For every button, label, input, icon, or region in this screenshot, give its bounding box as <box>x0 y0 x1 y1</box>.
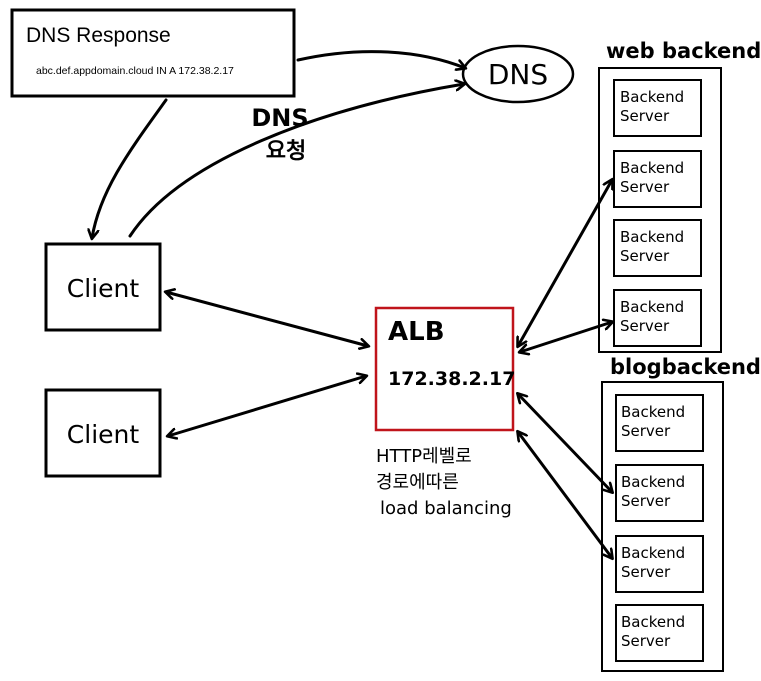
alb-note-line3: load balancing <box>380 498 512 519</box>
arrow-dns-response-to-client <box>92 98 168 238</box>
dns-server-label: DNS <box>488 58 548 91</box>
server-label: Server <box>621 632 671 650</box>
server-label: Server <box>620 107 670 125</box>
dns-response-record: abc.def.appdomain.cloud IN A 172.38.2.17 <box>36 65 234 77</box>
client-box-1: Client <box>44 242 162 332</box>
dns-request-label: DNS <box>251 104 308 132</box>
server-label: Backend <box>621 473 685 491</box>
server-label: Server <box>620 247 670 265</box>
arrow-alb-web-server-4 <box>520 322 612 352</box>
server-label: Backend <box>620 228 684 246</box>
server-label: Backend <box>620 88 684 106</box>
client-label: Client <box>67 420 140 449</box>
server-label: Server <box>621 563 671 581</box>
web-backend-title: web backend <box>606 39 761 63</box>
client-box-2: Client <box>44 388 162 478</box>
dns-request-label-korean: 요청 <box>266 139 306 164</box>
arrow-client-to-dns <box>128 84 464 238</box>
arrow-client2-alb <box>168 376 366 436</box>
alb-ip: 172.38.2.17 <box>388 368 515 390</box>
alb-note-line1: HTTP레벨로 <box>376 446 472 467</box>
blog-backend-server-1: Backend Server <box>615 394 704 452</box>
alb-note-line2: 경로에따른 <box>376 472 459 493</box>
arrow-response-to-dns <box>296 50 465 68</box>
server-label: Backend <box>621 403 685 421</box>
server-label: Backend <box>620 159 684 177</box>
web-backend-server-1: Backend Server <box>613 79 702 137</box>
server-label: Server <box>621 492 671 510</box>
server-label: Backend <box>621 544 685 562</box>
blog-backend-server-3: Backend Server <box>615 535 704 593</box>
blog-backend-server-4: Backend Server <box>615 604 704 662</box>
dns-response-box: DNS Response abc.def.appdomain.cloud IN … <box>10 8 296 98</box>
server-label: Server <box>620 317 670 335</box>
server-label: Server <box>620 178 670 196</box>
server-label: Server <box>621 422 671 440</box>
client-label: Client <box>67 274 140 303</box>
web-backend-server-3: Backend Server <box>613 219 702 277</box>
arrow-alb-web-server-2 <box>518 180 612 346</box>
blog-backend-title: blogbackend <box>610 355 761 379</box>
web-backend-server-4: Backend Server <box>613 289 702 347</box>
arrow-alb-blog-server-3 <box>518 432 612 558</box>
alb-name: ALB <box>388 317 445 347</box>
dns-server: DNS <box>461 44 575 104</box>
server-label: Backend <box>621 613 685 631</box>
arrow-client1-alb <box>166 292 368 346</box>
server-label: Backend <box>620 298 684 316</box>
arrow-alb-blog-server-2 <box>518 394 612 492</box>
dns-response-title: DNS Response <box>26 24 171 47</box>
alb-box: ALB 172.38.2.17 <box>374 306 515 432</box>
blog-backend-server-2: Backend Server <box>615 464 704 522</box>
web-backend-server-2: Backend Server <box>613 150 702 208</box>
